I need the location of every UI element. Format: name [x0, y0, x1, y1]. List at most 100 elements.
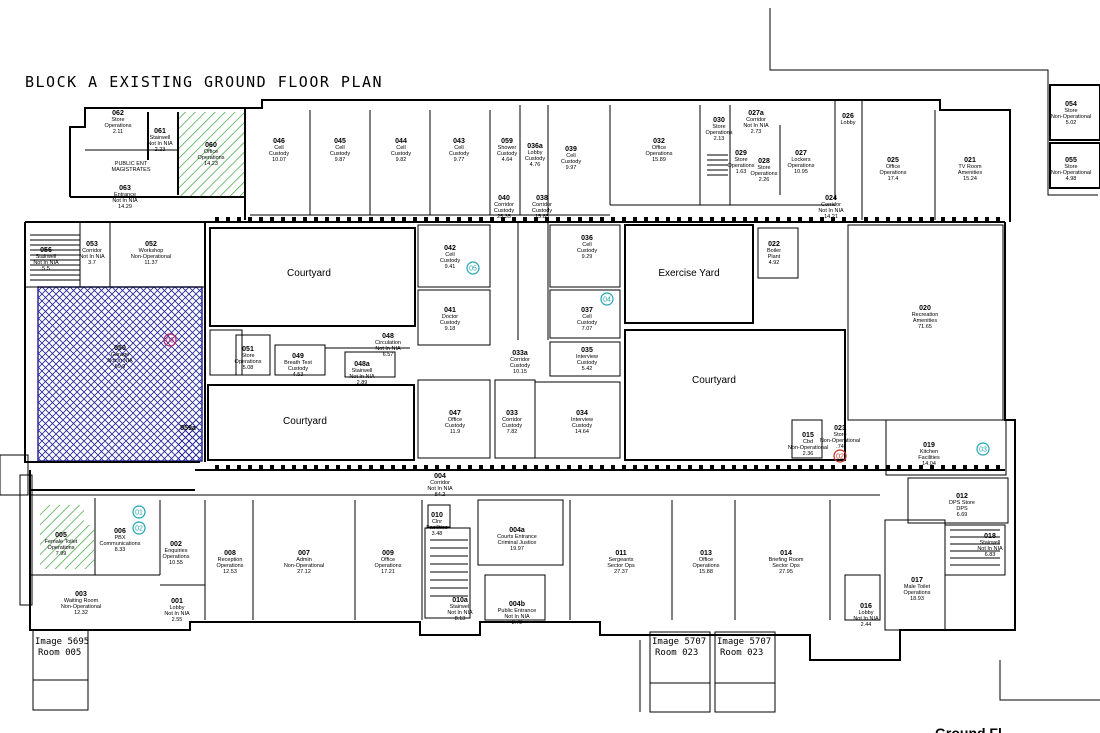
- room-name: Female Toilet: [45, 539, 78, 545]
- room-number: 032: [653, 138, 665, 145]
- image-ref-room: Room 023: [655, 648, 698, 658]
- pillar: [545, 217, 549, 221]
- room-name: Lobby: [170, 605, 185, 611]
- courtyard-label: Courtyard: [283, 416, 327, 427]
- room-number: 025: [887, 157, 899, 164]
- room-use: Non-Operational: [61, 604, 101, 610]
- room-use: Not In NIA: [164, 611, 190, 617]
- room-area: 7.07: [582, 326, 593, 332]
- room-name: Garage: [111, 352, 129, 358]
- pillar: [688, 217, 692, 221]
- pillar: [611, 465, 615, 469]
- room-number: 046: [273, 138, 285, 145]
- room-use: Operations: [235, 359, 262, 365]
- room-number: 010a: [452, 597, 468, 604]
- room-name: Reception: [218, 557, 243, 563]
- pillar: [919, 465, 923, 469]
- pillar: [237, 217, 241, 221]
- room-area: 9.41: [445, 264, 456, 270]
- room-use: Custody: [391, 151, 411, 157]
- image-ref-room: Room 005: [38, 648, 81, 658]
- room-name: Store: [1064, 164, 1077, 170]
- room-use: Custody: [577, 248, 597, 254]
- pillar: [908, 217, 912, 221]
- pillar: [545, 465, 549, 469]
- room-name: Workshop: [139, 248, 164, 254]
- room-area: 15.24: [963, 176, 977, 182]
- room-area: 15.85: [535, 214, 549, 220]
- room-name: Courts Entrance: [497, 534, 537, 540]
- marker-circle: [132, 521, 146, 535]
- room-number: 033a: [512, 350, 528, 357]
- room-use: DPS: [956, 506, 968, 512]
- room-area: 2.36: [803, 451, 814, 457]
- marker-circle: [833, 449, 847, 463]
- pillar: [633, 465, 637, 469]
- photo-marker: 02: [833, 449, 847, 463]
- marker-label: 02: [836, 454, 844, 461]
- pillar: [941, 465, 945, 469]
- pillar: [842, 465, 846, 469]
- room-number: 004a: [509, 527, 525, 534]
- room-use: Operations: [217, 563, 244, 569]
- pillar: [446, 465, 450, 469]
- pillar: [248, 217, 252, 221]
- pillar: [402, 465, 406, 469]
- pillar: [336, 217, 340, 221]
- room-area: 5.02: [1066, 120, 1077, 126]
- room-use: Custody: [269, 151, 289, 157]
- pillar: [303, 465, 307, 469]
- pillar: [501, 217, 505, 221]
- pillar: [281, 465, 285, 469]
- room-use: Plant: [768, 254, 781, 260]
- pillar: [743, 217, 747, 221]
- room-name: TV Room: [958, 164, 982, 170]
- pillar: [424, 217, 428, 221]
- room-use: Custody: [440, 258, 460, 264]
- pillar: [897, 217, 901, 221]
- room-area: 7.99: [56, 551, 67, 557]
- pillar: [710, 465, 714, 469]
- room-use: Custody: [525, 156, 545, 162]
- room-area: 6.57: [383, 352, 394, 358]
- room-use: Not In NIA: [504, 614, 530, 620]
- room-number: 038: [536, 195, 548, 202]
- pillar: [754, 217, 758, 221]
- pillar: [479, 217, 483, 221]
- room-area: 5.08: [243, 365, 254, 371]
- pillar: [248, 465, 252, 469]
- room-area: 25.35: [497, 214, 511, 220]
- room-number: 052: [145, 241, 157, 248]
- room-number: 027a: [748, 110, 764, 117]
- site-boundary: [639, 8, 1100, 712]
- pillar: [732, 217, 736, 221]
- room-use: Operations: [48, 545, 75, 551]
- room-name: Breath Test: [284, 360, 312, 366]
- room-name: Kitchen: [920, 449, 938, 455]
- pillar: [578, 217, 582, 221]
- pillar: [853, 465, 857, 469]
- room-use: Non-Operational: [1051, 170, 1091, 176]
- room-number: 010: [431, 512, 443, 519]
- pillar: [820, 465, 824, 469]
- room-number: 055: [1065, 157, 1077, 164]
- room-area: 6.83: [985, 552, 996, 558]
- pillar: [600, 217, 604, 221]
- room-use: Custody: [449, 151, 469, 157]
- pillar: [655, 217, 659, 221]
